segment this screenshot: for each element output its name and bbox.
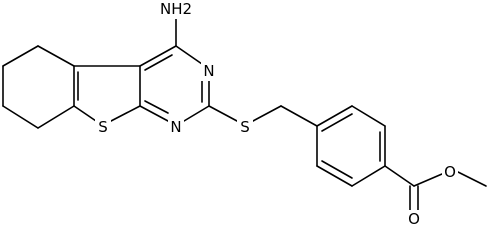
bond-benzene-2 — [351, 105, 386, 127]
thioether-s-label: S — [237, 118, 253, 137]
bond-benzene-1-inner — [321, 113, 353, 132]
thioether-s-text: S — [240, 118, 250, 136]
bond-benzene-1 — [316, 105, 353, 127]
amine-text: NH2 — [160, 0, 192, 18]
bond-benzene-5 — [316, 165, 353, 187]
ester-o-methoxy-text: O — [444, 163, 456, 181]
bond-ring-c1-c2 — [37, 45, 75, 67]
bond-ring-c5-c6 — [37, 105, 75, 129]
bond-benzene-4 — [351, 165, 386, 187]
bond-pyrimidine-inner-double-1 — [144, 54, 173, 71]
thiophene-s-text: S — [98, 118, 108, 136]
thiophene-s-label: S — [95, 118, 111, 137]
bond-pyrimidine-c4a-c4 — [139, 45, 177, 67]
bond-ch2-aryl — [280, 105, 318, 127]
bond-aryl-carbonyl — [384, 165, 415, 187]
ester-o-methoxy-label: O — [442, 163, 458, 182]
bond-pyrimidine-n1-c8a — [139, 105, 169, 122]
pyrimidine-n-lower-label: N — [168, 118, 184, 137]
bond-group — [2, 17, 487, 211]
bond-c2-s — [208, 105, 238, 122]
bond-ring-c2-c3 — [2, 45, 39, 67]
bond-o-methyl — [457, 171, 487, 187]
bond-carbonyl-o-methoxy — [413, 173, 443, 187]
bond-benzene-5-inner — [321, 160, 353, 179]
bond-s-ch2 — [252, 105, 282, 122]
bond-pyrimidine-c4-n3 — [175, 45, 203, 65]
pyrimidine-n-upper-text: N — [203, 62, 214, 80]
ester-o-carbonyl-text: O — [408, 210, 420, 228]
bond-thiophene-c7a-s — [73, 105, 97, 122]
atom-label-group: NH2 N N S S — [95, 0, 458, 229]
pyrimidine-n-upper-label: N — [201, 62, 217, 81]
bond-pyrimidine-c2-n1 — [183, 105, 210, 122]
ester-o-carbonyl-label: O — [406, 210, 422, 229]
bond-thiophene-s-c8a — [110, 105, 141, 122]
bond-pyrimidine-inner-double-3 — [144, 100, 169, 114]
pyrimidine-n-lower-text: N — [170, 118, 181, 136]
amine-label: NH2 — [160, 0, 194, 19]
bond-ring-c4-c5 — [2, 105, 39, 129]
